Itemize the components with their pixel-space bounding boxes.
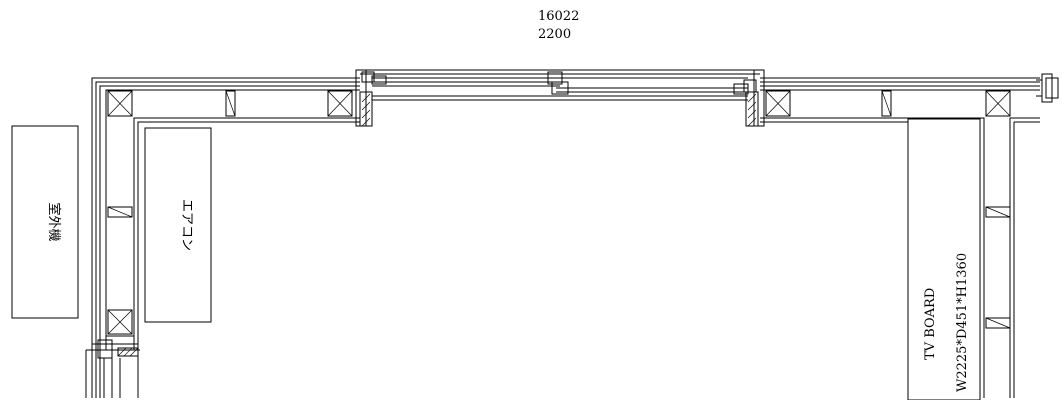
air-conditioner: エアコン (144, 127, 212, 323)
left-wall-studs (106, 90, 353, 337)
tv-board-size: W2225*D451*H1360 (955, 253, 970, 392)
dimension-label-total: 16022 (538, 9, 579, 24)
outdoor-unit: 室外機 (11, 125, 79, 319)
dimension-label-opening: 2200 (538, 27, 571, 42)
left-exterior-wall (91, 77, 360, 398)
right-wall-studs (765, 90, 1011, 329)
right-exterior-wall (760, 77, 1040, 398)
window-right-jamb (745, 69, 765, 127)
tv-board: TV BOARD W2225*D451*H1360 (907, 118, 981, 400)
tv-board-name: TV BOARD (923, 288, 938, 360)
air-conditioner-label: エアコン (179, 199, 194, 251)
sliding-window (360, 69, 760, 101)
left-bottom-window-frame (85, 339, 140, 398)
outdoor-unit-label: 室外機 (46, 202, 62, 241)
right-edge-fixture (1036, 73, 1059, 103)
